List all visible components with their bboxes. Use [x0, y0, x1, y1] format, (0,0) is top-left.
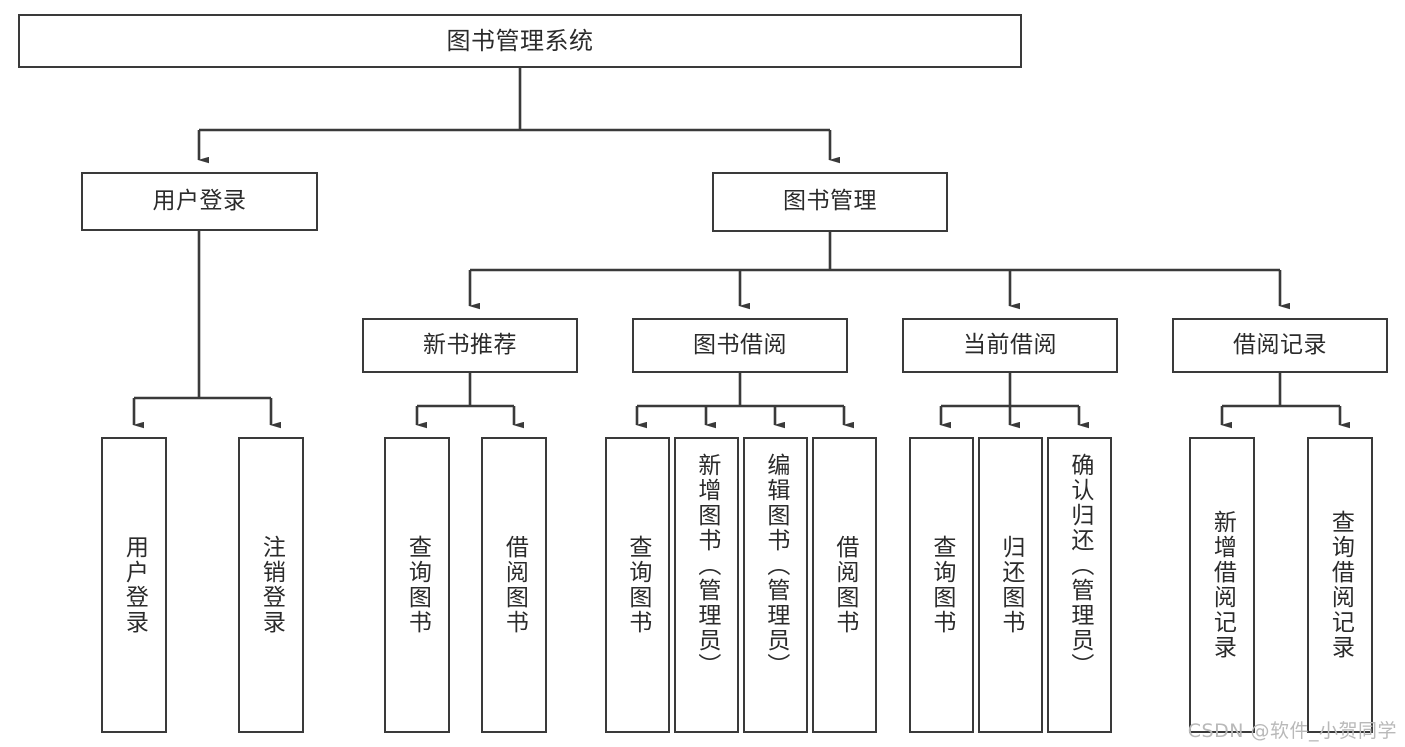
leaf-recommend-borrow-book[interactable]: 借阅图书 — [481, 437, 547, 733]
node-label: 借阅图书 — [501, 535, 528, 635]
node-label: 新增借阅记录 — [1209, 510, 1236, 660]
node-label: 图书管理系统 — [446, 26, 594, 55]
node-book-borrow[interactable]: 图书借阅 — [632, 318, 848, 373]
node-label: 编辑图书（管理员） — [762, 453, 789, 678]
node-label: 查询图书 — [624, 535, 651, 635]
node-label: 新书推荐 — [423, 331, 517, 358]
leaf-borrow-borrow-book[interactable]: 借阅图书 — [812, 437, 877, 733]
node-root-system[interactable]: 图书管理系统 — [18, 14, 1022, 68]
node-label: 借阅图书 — [831, 535, 858, 635]
leaf-recommend-query-book[interactable]: 查询图书 — [384, 437, 450, 733]
leaf-borrow-edit-book-admin[interactable]: 编辑图书（管理员） — [743, 437, 808, 733]
node-label: 当前借阅 — [963, 331, 1057, 358]
node-label: 用户登录 — [152, 187, 247, 214]
watermark-text: CSDN @软件_小贺同学 — [1187, 720, 1397, 742]
leaf-record-query-record[interactable]: 查询借阅记录 — [1307, 437, 1373, 733]
leaf-current-query-book[interactable]: 查询图书 — [909, 437, 974, 733]
node-label: 查询图书 — [928, 535, 955, 635]
node-label: 查询图书 — [404, 535, 431, 635]
leaf-borrow-add-book-admin[interactable]: 新增图书（管理员） — [674, 437, 739, 733]
node-borrow-record[interactable]: 借阅记录 — [1172, 318, 1388, 373]
node-label: 确认归还（管理员） — [1066, 453, 1093, 678]
node-current-borrow[interactable]: 当前借阅 — [902, 318, 1118, 373]
leaf-borrow-query-book[interactable]: 查询图书 — [605, 437, 670, 733]
leaf-user-login-signout[interactable]: 注销登录 — [238, 437, 304, 733]
node-book-management[interactable]: 图书管理 — [712, 172, 948, 232]
node-label: 借阅记录 — [1233, 331, 1327, 358]
node-user-login[interactable]: 用户登录 — [81, 172, 318, 231]
node-label: 归还图书 — [997, 535, 1024, 635]
node-label: 查询借阅记录 — [1327, 510, 1354, 660]
node-label: 新增图书（管理员） — [693, 453, 720, 678]
node-label: 图书借阅 — [693, 331, 787, 358]
leaf-record-add-record[interactable]: 新增借阅记录 — [1189, 437, 1255, 733]
leaf-user-login-signin[interactable]: 用户登录 — [101, 437, 167, 733]
node-label: 用户登录 — [121, 535, 148, 635]
leaf-current-return-book[interactable]: 归还图书 — [978, 437, 1043, 733]
node-label: 注销登录 — [258, 535, 285, 635]
node-label: 图书管理 — [783, 188, 877, 215]
node-new-book-recommend[interactable]: 新书推荐 — [362, 318, 578, 373]
leaf-current-confirm-return-admin[interactable]: 确认归还（管理员） — [1047, 437, 1112, 733]
